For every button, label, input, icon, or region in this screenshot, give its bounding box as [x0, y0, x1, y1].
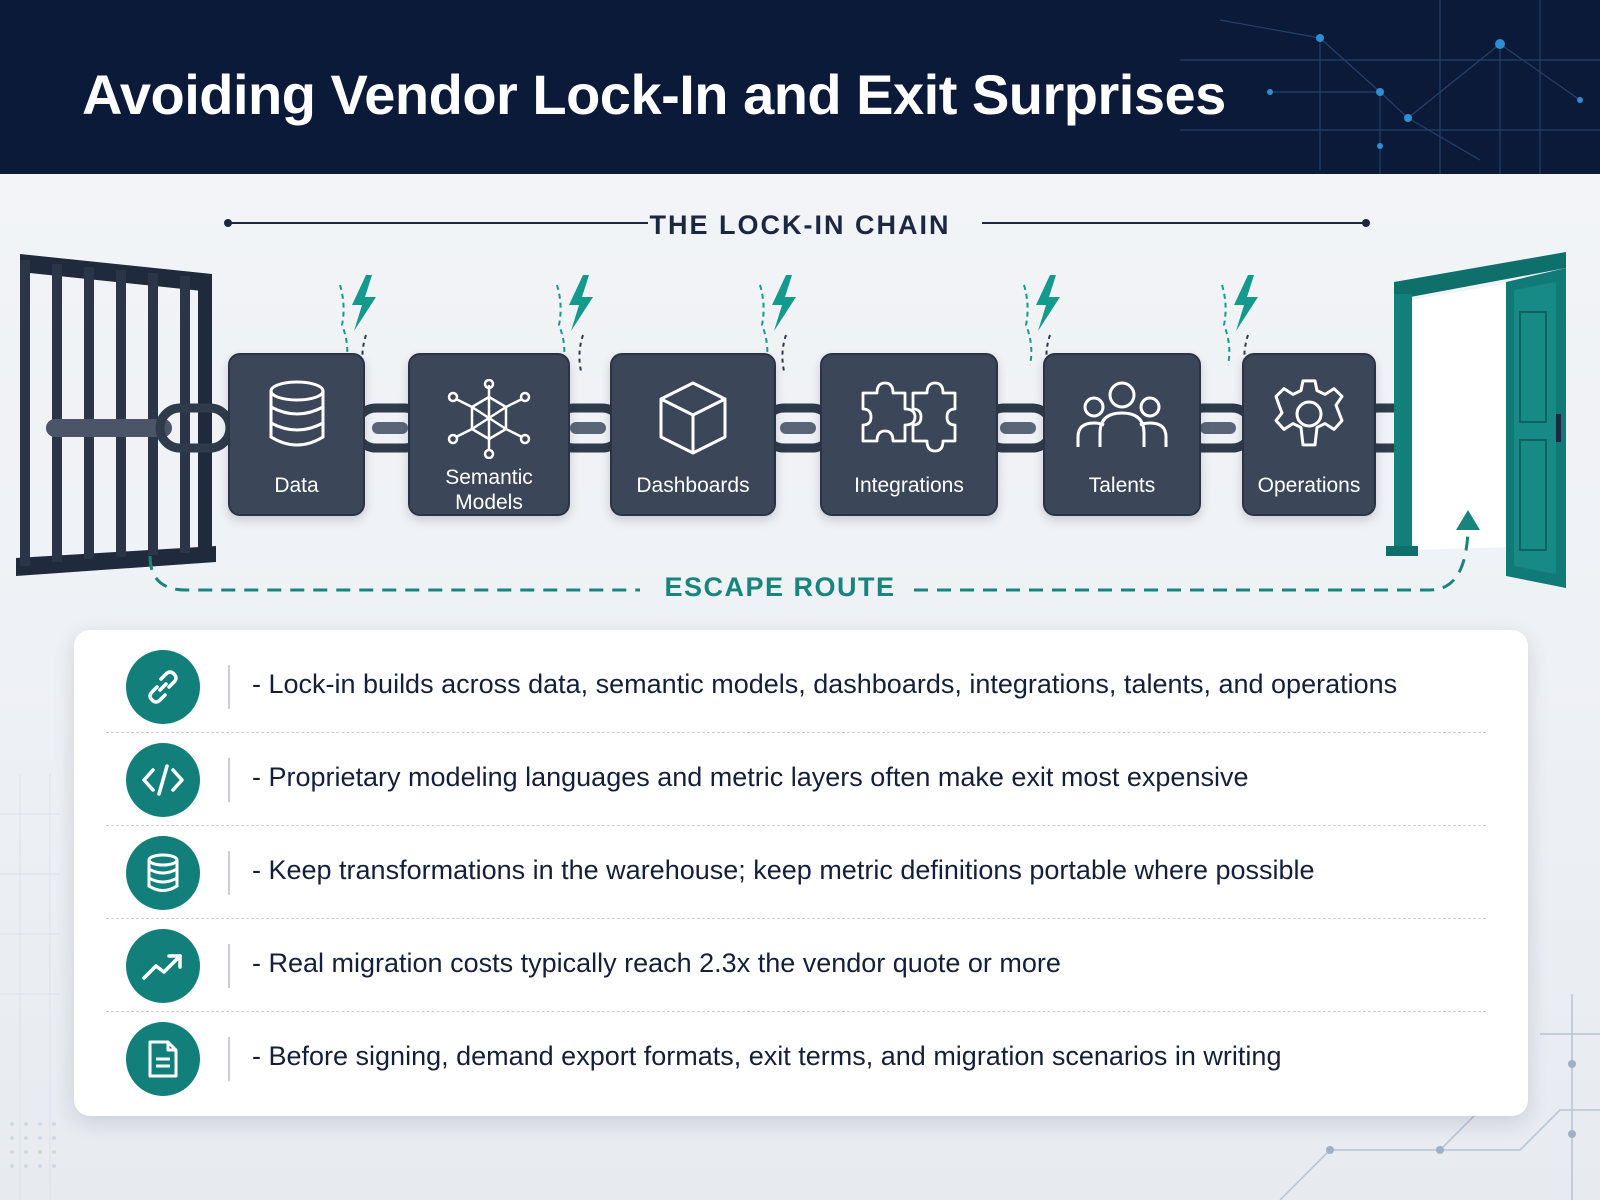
key-point-text: - Keep transformations in the warehouse;… [252, 855, 1315, 885]
chain-node-label: Operations [1257, 474, 1361, 497]
chain-node-semantic-models: Semantic Models [408, 353, 570, 516]
page-title: Avoiding Vendor Lock-In and Exit Surpris… [82, 63, 1226, 126]
chain-node-label: Talents [1088, 474, 1156, 497]
key-point-row: - Keep transformations in the warehouse;… [106, 826, 1486, 919]
header-banner: Avoiding Vendor Lock-In and Exit Surpris… [0, 0, 1600, 174]
chain-node-label: Semantic Models [445, 466, 533, 514]
chain-node-label: Integrations [854, 474, 964, 497]
key-point-row: - Real migration costs typically reach 2… [106, 919, 1486, 1012]
key-point-text: - Real migration costs typically reach 2… [252, 948, 1061, 978]
network-graph-icon [447, 379, 531, 459]
row-divider [106, 918, 1486, 919]
chain-node-talents: Talents [1043, 353, 1201, 516]
key-point-row: - Lock-in builds across data, semantic m… [106, 640, 1486, 733]
key-point-row: - Proprietary modeling languages and met… [106, 733, 1486, 826]
people-icon [1076, 381, 1168, 447]
escape-route-label: ESCAPE ROUTE [664, 572, 896, 602]
gear-icon [1274, 379, 1344, 447]
row-divider [106, 825, 1486, 826]
chain-node-label: Dashboards [636, 474, 750, 497]
row-divider [106, 1011, 1486, 1012]
link-icon [126, 650, 200, 724]
key-point-text: - Lock-in builds across data, semantic m… [252, 669, 1398, 699]
key-point-text: - Proprietary modeling languages and met… [252, 762, 1249, 792]
separator [228, 1037, 230, 1081]
separator [228, 758, 230, 802]
row-divider [106, 732, 1486, 733]
chain-node-data: Data [228, 353, 365, 516]
key-point-row: - Before signing, demand export formats,… [106, 1012, 1486, 1105]
chain-title: THE LOCK-IN CHAIN [649, 210, 951, 240]
chain-node-dashboards: Dashboards [610, 353, 776, 516]
chain-node-label: Data [274, 474, 319, 497]
separator [228, 851, 230, 895]
code-icon [126, 743, 200, 817]
network-pattern-decoration [1180, 0, 1600, 174]
trend-up-icon [126, 929, 200, 1003]
document-icon [126, 1022, 200, 1096]
database-icon [126, 836, 200, 910]
key-points-panel: - Lock-in builds across data, semantic m… [74, 630, 1528, 1116]
background-grid-decoration [0, 774, 1600, 1200]
chain-title-rule-left [228, 222, 648, 224]
chain-node-integrations: Integrations [820, 353, 998, 516]
chain-title-dot-left [224, 219, 232, 227]
separator [228, 665, 230, 709]
key-point-text: - Before signing, demand export formats,… [252, 1041, 1282, 1071]
chain-title-rule-right [982, 222, 1366, 224]
cube-icon [659, 381, 727, 455]
puzzle-icon [861, 381, 957, 453]
chain-title-dot-right [1362, 219, 1370, 227]
chain-node-operations: Operations [1242, 353, 1376, 516]
separator [228, 944, 230, 988]
database-icon [269, 380, 324, 447]
